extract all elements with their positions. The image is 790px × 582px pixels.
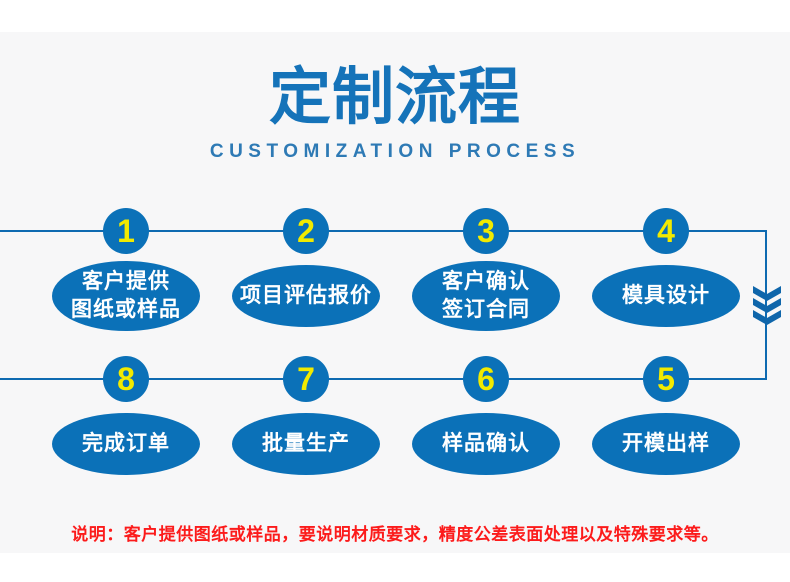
step-number: 5 <box>657 360 675 397</box>
step-label-sample-confirmation: 样品确认 <box>412 413 560 475</box>
step-number-badge-3: 3 <box>463 208 509 254</box>
triple-chevron-down-icon <box>753 286 781 325</box>
step-label-mass-production: 批量生产 <box>232 413 380 475</box>
step-number: 4 <box>657 212 675 249</box>
step-label-line: 批量生产 <box>262 432 350 456</box>
step-label-customer-confirms-contract: 客户确认 签订合同 <box>412 261 560 331</box>
step-number-badge-1: 1 <box>103 208 149 254</box>
page-title: 定制流程 <box>268 63 521 132</box>
step-number-badge-8: 8 <box>103 356 149 402</box>
step-label-complete-order: 完成订单 <box>52 413 200 475</box>
step-label-project-evaluation-quote: 项目评估报价 <box>232 265 380 327</box>
step-number-badge-6: 6 <box>463 356 509 402</box>
step-number-badge-7: 7 <box>283 356 329 402</box>
step-label-customer-provides-drawings: 客户提供 图纸或样品 <box>52 261 200 331</box>
step-label-line: 项目评估报价 <box>240 284 372 308</box>
flow-line-right-vertical <box>765 230 767 380</box>
step-number-badge-2: 2 <box>283 208 329 254</box>
step-number-badge-5: 5 <box>643 356 689 402</box>
step-number: 6 <box>477 360 495 397</box>
flow-line-row1 <box>0 230 767 232</box>
step-label-line: 客户确认 <box>442 270 530 294</box>
step-label-line: 完成订单 <box>82 432 170 456</box>
step-label-line: 图纸或样品 <box>71 298 181 321</box>
step-label-line: 签订合同 <box>442 298 530 321</box>
step-number: 8 <box>117 360 135 397</box>
step-number-badge-4: 4 <box>643 208 689 254</box>
step-label-line: 样品确认 <box>442 432 530 456</box>
step-number: 2 <box>297 212 315 249</box>
step-number: 7 <box>297 360 315 397</box>
step-number: 3 <box>477 212 495 249</box>
page-subtitle: CUSTOMIZATION PROCESS <box>209 141 581 162</box>
step-label-line: 模具设计 <box>622 284 710 308</box>
note-text: 说明：客户提供图纸或样品，要说明材质要求，精度公差表面处理以及特殊要求等。 <box>71 525 719 544</box>
step-label-open-mold-sample: 开模出样 <box>592 413 740 475</box>
step-number: 1 <box>117 212 135 249</box>
step-label-mold-design: 模具设计 <box>592 265 740 327</box>
step-label-line: 开模出样 <box>622 432 710 456</box>
step-label-line: 客户提供 <box>82 270 170 294</box>
flow-line-row2 <box>0 378 767 380</box>
